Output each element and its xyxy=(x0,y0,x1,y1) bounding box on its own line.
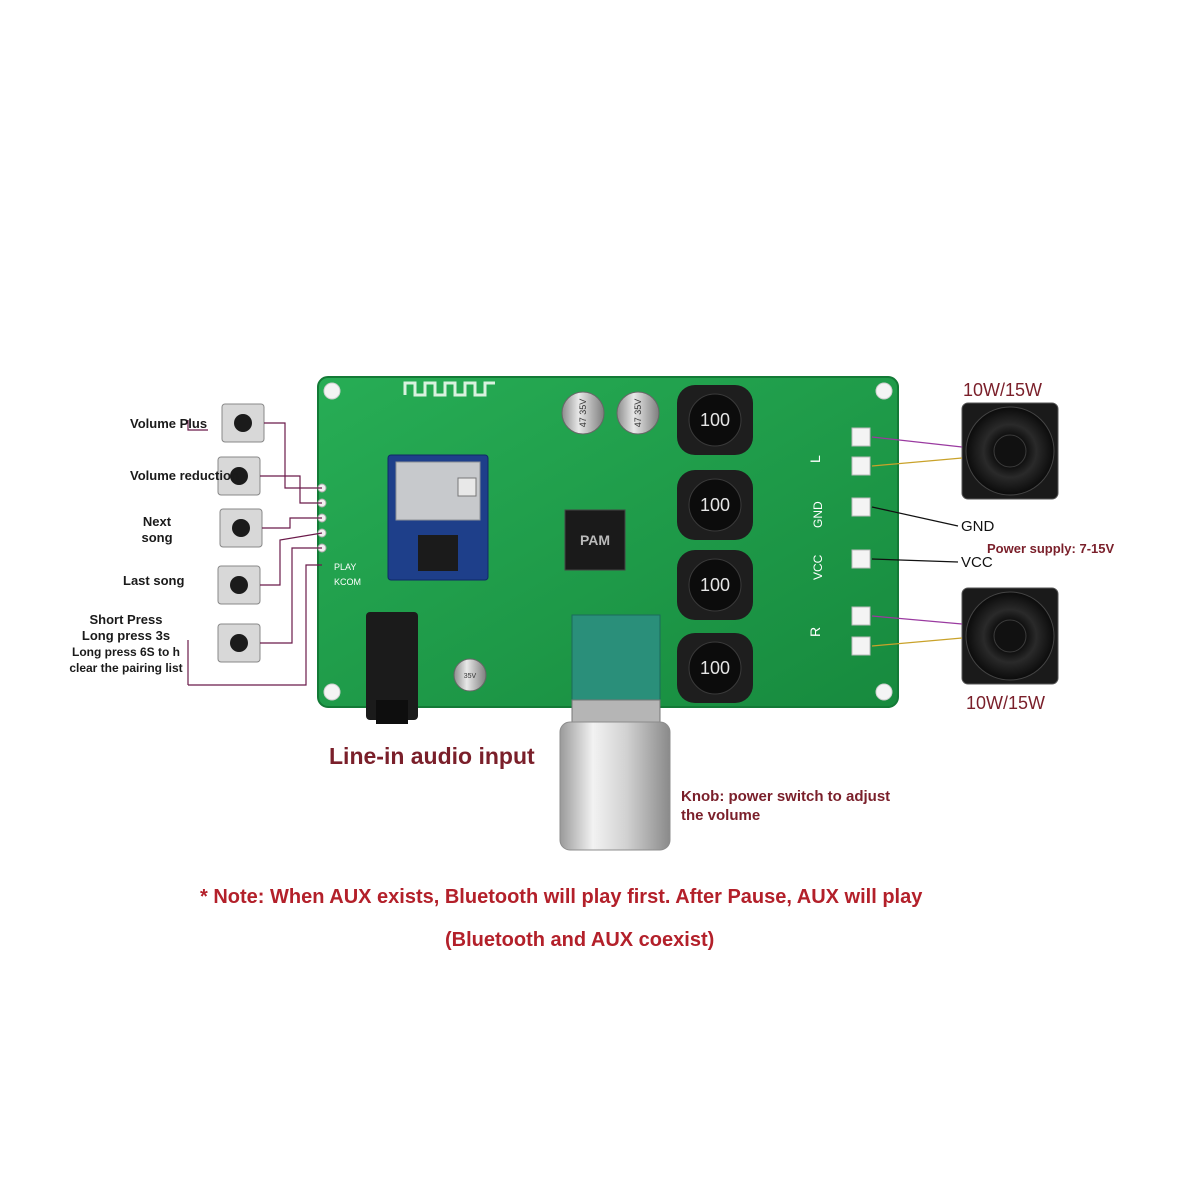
speaker-top-rating: 10W/15W xyxy=(963,380,1043,400)
gnd-terminal-label: GND xyxy=(961,518,995,535)
inductor: 100 xyxy=(677,550,753,620)
audio-jack xyxy=(366,612,418,720)
bt-chip xyxy=(418,535,458,571)
label-next-song-line2: song xyxy=(141,530,173,545)
inductor: 100 xyxy=(677,385,753,455)
small-capacitor-label: 35V xyxy=(464,673,477,680)
capacitor-label: 47 35V xyxy=(578,399,588,428)
label-last-song: Last song xyxy=(123,573,185,588)
tactile-button-volume-reduction xyxy=(217,456,261,496)
mount-hole xyxy=(323,382,341,400)
bt-crystal xyxy=(457,477,477,497)
label-long-press-3s: Long press 3s xyxy=(81,628,171,643)
capacitor xyxy=(561,391,605,435)
svg-text:100: 100 xyxy=(700,495,730,515)
button-wires xyxy=(187,420,323,686)
svg-text:100: 100 xyxy=(700,658,730,678)
line-in-label: Line-in audio input xyxy=(329,743,535,769)
capacitor xyxy=(616,391,660,435)
capacitor-label: 47 35V xyxy=(633,399,643,428)
knob-note-line1: Knob: power switch to adjust xyxy=(681,788,891,805)
mount-hole xyxy=(875,382,893,400)
label-volume-plus: Volume Plus xyxy=(130,416,208,431)
board-channel-l: L xyxy=(807,455,823,463)
mount-hole xyxy=(875,683,893,701)
svg-text:100: 100 xyxy=(700,575,730,595)
footer-note-line2: (Bluetooth and AUX coexist) xyxy=(445,929,715,951)
small-capacitor xyxy=(453,658,487,692)
potentiometer xyxy=(571,614,661,706)
svg-text:100: 100 xyxy=(700,410,730,430)
board-channel-r: R xyxy=(807,627,823,637)
label-volume-reduction: Volume reduction xyxy=(130,468,239,483)
label-short-press: Short Press xyxy=(89,612,163,627)
antenna-trace xyxy=(403,381,495,397)
label-play-functions: Short Press Long press 3s Long press 6S … xyxy=(60,612,192,676)
tactile-button-play xyxy=(217,623,261,663)
inductor: 100 xyxy=(677,470,753,540)
label-next-song-line1: Next xyxy=(142,514,172,529)
speaker-bottom xyxy=(961,587,1059,685)
volume-knob xyxy=(559,721,671,851)
terminal-pads xyxy=(851,427,871,656)
mount-hole xyxy=(323,683,341,701)
vcc-terminal-label: VCC xyxy=(961,554,993,571)
power-supply-label: Power supply: 7-15V xyxy=(987,541,1115,556)
knob-note: Knob: power switch to adjust the volume xyxy=(681,787,890,825)
board-vcc-label: VCC xyxy=(811,554,825,580)
knob-nut xyxy=(571,699,661,726)
label-next-song: Next song xyxy=(137,514,177,546)
speaker-top xyxy=(961,402,1059,500)
pin-label-play: PLAY xyxy=(334,562,356,572)
label-clear-pairing: clear the pairing list xyxy=(69,661,183,675)
speaker-wires xyxy=(871,436,963,647)
tactile-button-volume-plus xyxy=(221,403,265,443)
chip-logo: PAM xyxy=(580,532,610,548)
speaker-bottom-rating: 10W/15W xyxy=(966,693,1046,713)
label-long-press-6s: Long press 6S to h xyxy=(71,645,180,659)
tactile-button-next-song xyxy=(219,508,263,548)
knob-note-line2: the volume xyxy=(681,807,761,824)
pin-label-kcom: KCOM xyxy=(334,577,361,587)
board-gnd-label: GND xyxy=(811,501,825,528)
tactile-button-last-song xyxy=(217,565,261,605)
inductor: 100 xyxy=(677,633,753,703)
footer-note-line1: * Note: When AUX exists, Bluetooth will … xyxy=(200,886,923,908)
amplifier-chip xyxy=(564,509,626,571)
